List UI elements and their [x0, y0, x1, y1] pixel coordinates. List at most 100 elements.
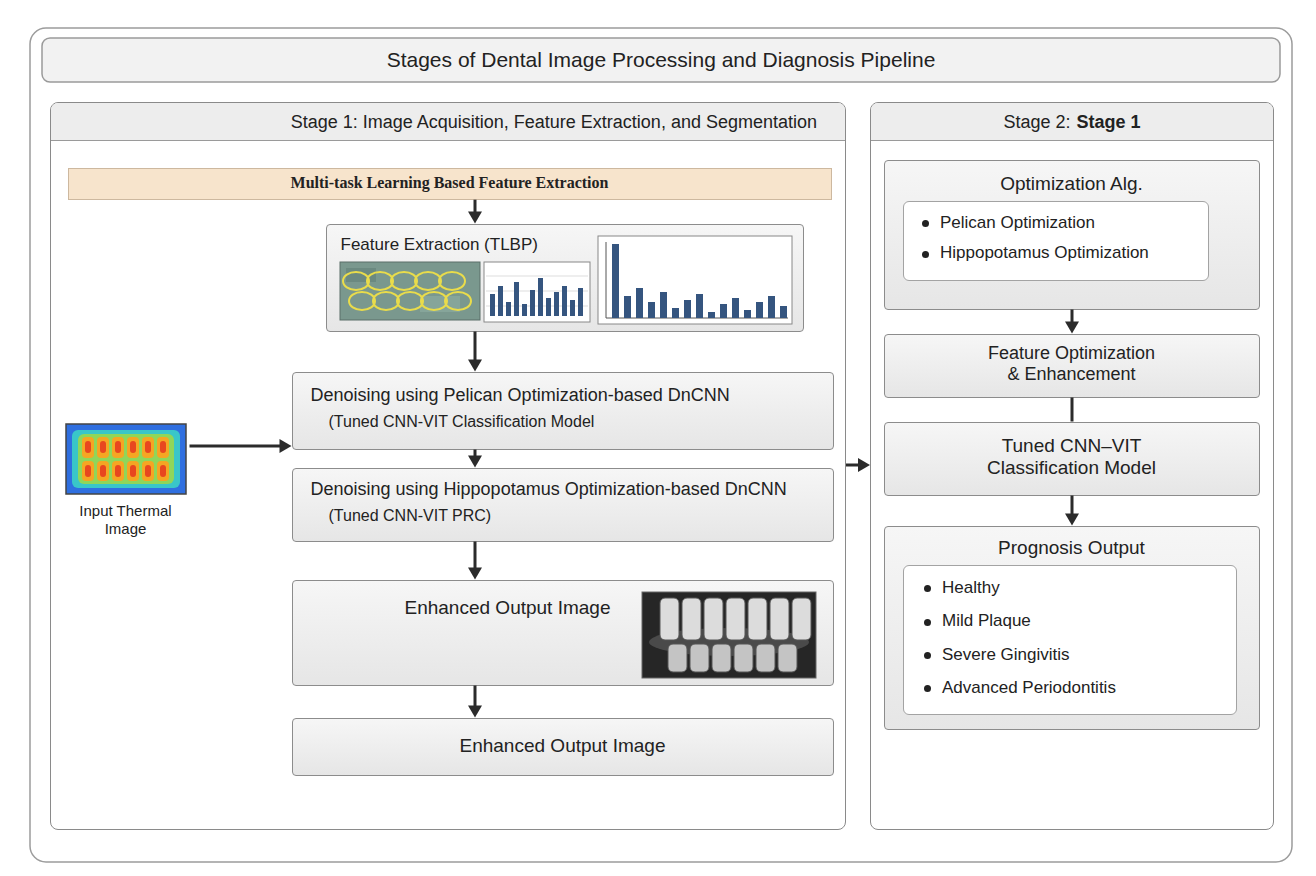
arrow-head	[468, 568, 482, 580]
bullet-dot	[924, 685, 931, 692]
thermal-image	[127, 437, 139, 458]
bullet-dot	[924, 652, 931, 659]
thermal-image	[100, 465, 106, 477]
process-box: Denoising using Pelican Optimization-bas…	[292, 372, 834, 450]
thermal-image	[145, 465, 151, 477]
arrow-head	[468, 212, 482, 224]
arrow-head	[1065, 514, 1079, 526]
image-node: Input Thermal Image	[62, 422, 190, 544]
thermal-image	[157, 437, 169, 458]
thermal-image	[112, 461, 124, 481]
text-area: Optimization Alg.	[885, 161, 1259, 196]
arrow-head	[468, 360, 482, 372]
text-area: Multi-task Learning Based Feature Extrac…	[69, 169, 831, 192]
flow-arrow	[1065, 310, 1079, 334]
text-area: Input Thermal Image	[62, 422, 190, 538]
title-bar	[42, 38, 1280, 82]
thermal-image	[66, 424, 186, 494]
node-label: Stage 2:	[1003, 103, 1070, 141]
thermal-image	[127, 461, 139, 481]
thermal-image	[130, 441, 136, 453]
bullet-item: Pelican Optimization	[918, 213, 1194, 233]
arrow-head	[858, 458, 870, 472]
thermal-image	[78, 434, 174, 484]
flow-arrow	[1072, 398, 1073, 422]
arrow-shaft	[190, 445, 282, 448]
thermal-image	[97, 437, 109, 458]
text-area: Prognosis Output	[885, 527, 1259, 560]
process-box: Prognosis OutputHealthyMild PlaqueSevere…	[884, 526, 1260, 730]
thermal-image	[142, 437, 154, 458]
bullet-dot	[924, 585, 931, 592]
arrow-shaft	[474, 450, 477, 458]
arrow-head	[280, 439, 292, 453]
arrow-shaft	[1071, 496, 1074, 516]
arrow-head	[1065, 322, 1079, 334]
bullet-item: Severe Gingivitis	[920, 645, 1220, 665]
bullet-dot	[922, 251, 929, 258]
thermal-image	[66, 424, 186, 494]
node-label: Tuned CNN–VIT Classification Model	[972, 435, 1172, 481]
header-band: Multi-task Learning Based Feature Extrac…	[68, 168, 832, 200]
flow-arrow	[468, 332, 482, 372]
text-area: Pelican OptimizationHippopotamus Optimiz…	[904, 202, 1208, 275]
node-label: (Tuned CNN-VIT Classification Model	[329, 412, 815, 431]
process-box: Denoising using Hippopotamus Optimizatio…	[292, 468, 834, 542]
bullet-item: Advanced Periodontitis	[920, 678, 1220, 698]
outer-frame	[30, 28, 1292, 862]
thermal-image	[160, 465, 166, 477]
node-label: Feature Optimization & Enhancement	[984, 343, 1160, 386]
thermal-image	[85, 441, 91, 453]
thermal-image	[85, 465, 91, 477]
arrow-shaft	[474, 332, 477, 362]
process-box: Feature Extraction (TLBP)	[326, 224, 804, 332]
thermal-image	[112, 437, 124, 458]
text-area: Tuned CNN–VIT Classification Model	[885, 423, 1259, 481]
node-label: Denoising using Hippopotamus Optimizatio…	[311, 479, 815, 501]
panel-header: Stage 1: Image Acquisition, Feature Extr…	[51, 103, 845, 141]
title-bar	[42, 38, 1280, 82]
stage-panel: Stage 1: Image Acquisition, Feature Extr…	[50, 102, 846, 830]
panel-header: Stage 2:Stage 1	[871, 103, 1273, 141]
arrow-shaft	[1071, 398, 1074, 422]
process-box: Optimization Alg. Pelican OptimizationHip…	[884, 160, 1260, 310]
thermal-image	[130, 465, 136, 477]
text-area: Enhanced Output Image	[293, 719, 833, 758]
flow-arrow	[468, 686, 482, 718]
arrow-shaft	[474, 542, 477, 570]
process-box: Tuned CNN–VIT Classification Model	[884, 422, 1260, 496]
node-label: Input Thermal Image	[62, 502, 190, 538]
process-box: Enhanced Output Image	[292, 718, 834, 776]
thermal-image	[115, 465, 121, 477]
text-area: HealthyMild PlaqueSevere GingivitisAdvan…	[904, 566, 1236, 711]
flow-arrow	[1065, 496, 1079, 526]
bullet-dot	[922, 220, 929, 227]
node-label: Stage 1	[1077, 103, 1141, 141]
thermal-image	[100, 441, 106, 453]
outer-frame	[30, 28, 1292, 862]
thermal-image	[115, 441, 121, 453]
bullet-item: Hippopotamus Optimization	[918, 243, 1194, 263]
thermal-image	[160, 441, 166, 453]
stage-panel: Stage 2:Stage 1 Optimization Alg. Pelican …	[870, 102, 1274, 830]
node-label: Prognosis Output	[885, 537, 1259, 560]
thermal-image	[142, 461, 154, 481]
text-area: Enhanced Output Image	[293, 581, 833, 620]
node-label: Denoising using Pelican Optimization-bas…	[311, 385, 815, 407]
node-label: Feature Extraction (TLBP)	[341, 235, 789, 255]
thermal-image	[72, 430, 180, 488]
process-box: Feature Optimization & Enhancement	[884, 334, 1260, 398]
bullet-dot	[924, 619, 931, 626]
thermal-image	[82, 461, 94, 481]
text-area: Denoising using Hippopotamus Optimizatio…	[293, 469, 833, 536]
thermal-image	[145, 441, 151, 453]
thermal-image	[97, 461, 109, 481]
text-area: Denoising using Pelican Optimization-bas…	[293, 373, 833, 444]
arrow-shaft	[474, 200, 477, 214]
arrow-shaft	[1071, 310, 1074, 324]
thermal-image	[82, 437, 94, 458]
flow-arrow	[468, 450, 482, 468]
flow-arrow	[468, 200, 482, 224]
node-label: Enhanced Output Image	[293, 735, 833, 758]
